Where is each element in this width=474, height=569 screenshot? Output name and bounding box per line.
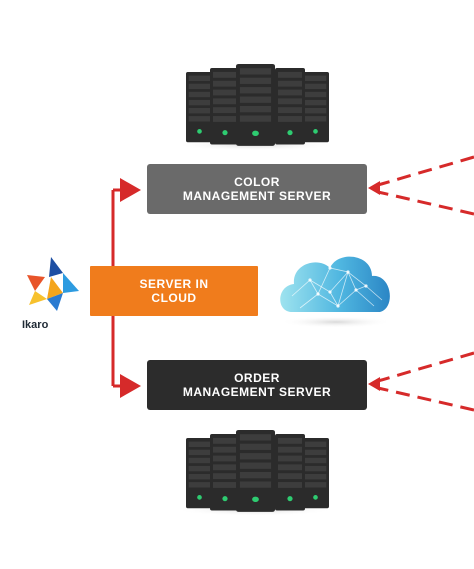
order-server-line1: ORDER [234, 371, 280, 385]
server-rack-icon-bottom [175, 430, 335, 516]
cloud-server-line2: CLOUD [151, 291, 197, 305]
dashed-link-order-lower [377, 386, 474, 412]
color-server-line1: COLOR [234, 175, 280, 189]
dashed-link-color-upper [377, 155, 474, 187]
cloud-server-line1: SERVER IN [139, 277, 209, 291]
server-rack-icon-top [175, 64, 335, 151]
cloud-network-icon [280, 256, 392, 328]
dashed-link-color-lower [377, 190, 474, 216]
server-in-cloud-box: SERVER IN CLOUD [90, 266, 258, 316]
color-server-line2: MANAGEMENT SERVER [182, 189, 332, 203]
order-management-server-box: ORDER MANAGEMENT SERVER [147, 360, 367, 410]
color-management-server-box: COLOR MANAGEMENT SERVER [147, 164, 367, 214]
order-server-line2: MANAGEMENT SERVER [182, 385, 332, 399]
brand-name: Ikaro [22, 319, 49, 331]
dashed-link-order-upper [377, 351, 474, 383]
ikaro-logo-icon [27, 257, 79, 311]
arrowhead-order-server [368, 377, 380, 391]
dashed-arrowheads [368, 181, 380, 391]
dashed-links [377, 155, 474, 412]
arrowhead-color-server [368, 181, 380, 195]
